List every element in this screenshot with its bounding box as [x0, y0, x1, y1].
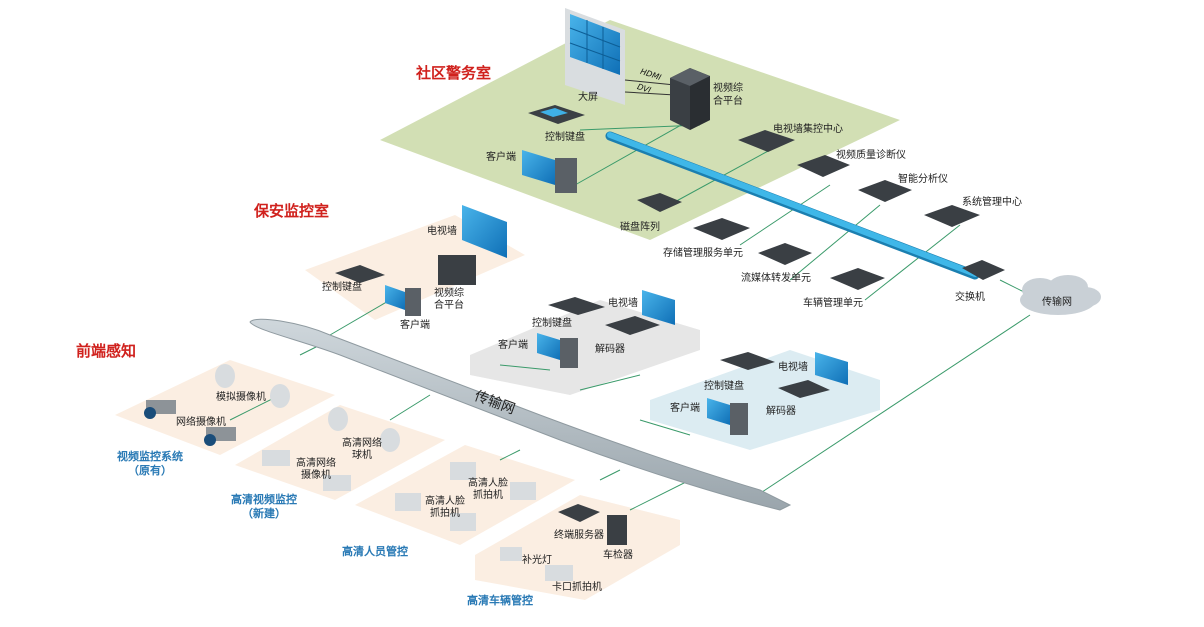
transmission-cloud	[1020, 275, 1101, 315]
group-title-hd-new-line1: 高清视频监控	[231, 493, 297, 506]
vehicle-detector-unit	[607, 515, 627, 545]
label-face-cam-1: 高清人脸 抓拍机	[464, 478, 512, 502]
label-sub2-tv-wall: 电视墙	[778, 362, 808, 373]
label-sub1-client: 客户端	[498, 340, 528, 351]
sub1-client	[537, 333, 578, 368]
label-video-platform-2b: 合平台	[434, 300, 464, 311]
label-vehicle-detector: 车检器	[603, 550, 633, 561]
label-sub1-tv-wall: 电视墙	[608, 298, 638, 309]
label-hd-dome: 高清网络 球机	[338, 438, 386, 462]
storage-mgmt-unit	[693, 218, 750, 240]
sub2-tv	[815, 352, 848, 385]
video-platform-server	[670, 68, 710, 130]
label-sub1-decoder: 解码器	[595, 344, 625, 355]
smart-analyzer-unit	[858, 180, 912, 202]
label-client-1: 客户端	[486, 152, 516, 163]
client-pc-2	[385, 285, 421, 316]
legacy-cameras	[144, 364, 290, 446]
label-tv-wall-2: 电视墙	[427, 226, 457, 237]
community-police-floor	[380, 20, 900, 240]
stream-forward-unit	[758, 243, 812, 265]
label-checkpoint-camera: 卡口抓拍机	[552, 582, 602, 593]
zone-title-security-monitor: 保安监控室	[254, 202, 330, 220]
switch-unit	[962, 260, 1005, 280]
label-analog-camera: 模拟摄像机	[216, 392, 266, 403]
label-terminal-server: 终端服务器	[554, 530, 604, 541]
group-title-hd-new-line2: （新建）	[242, 507, 286, 520]
label-sub1-control-keyboard: 控制键盘	[532, 318, 572, 329]
group-title-legacy-line1: 视频监控系统	[117, 450, 183, 463]
group-title-hd-new: 高清视频监控 （新建）	[222, 493, 306, 521]
video-quality-unit	[797, 155, 850, 177]
label-face-cam-1-line2: 抓拍机	[473, 490, 503, 501]
label-disk-array: 磁盘阵列	[620, 222, 660, 233]
vehicle-mgmt-unit	[830, 268, 885, 290]
label-face-cam-1-line1: 高清人脸	[468, 478, 508, 489]
control-keyboard	[528, 105, 585, 124]
client-pc	[522, 150, 577, 193]
label-video-platform-1b: 合平台	[713, 96, 743, 107]
label-video-quality: 视频质量诊断仪	[836, 150, 906, 161]
center-servers	[637, 130, 1005, 290]
label-hd-cam-line1: 高清网络	[296, 458, 336, 469]
group-title-vehicle: 高清车辆管控	[467, 594, 533, 607]
label-stream-forward: 流媒体转发单元	[741, 273, 811, 284]
label-system-mgmt: 系统管理中心	[962, 197, 1022, 208]
label-sub2-decoder: 解码器	[766, 406, 796, 417]
sub1-tv	[642, 290, 675, 325]
label-tv-wall-control: 电视墙集控中心	[773, 124, 843, 135]
sub1-keyboard	[548, 297, 605, 315]
group-title-legacy: 视频监控系统 （原有）	[108, 450, 192, 478]
big-screen	[565, 8, 625, 105]
control-keyboard-2	[335, 265, 385, 283]
sub1-decoder	[605, 316, 660, 335]
label-hd-cam-line2: 摄像机	[301, 470, 331, 481]
group-title-people: 高清人员管控	[342, 545, 408, 558]
disk-array-unit	[637, 193, 682, 212]
people-floor	[355, 445, 575, 545]
tv-wall	[462, 205, 507, 258]
label-sub2-control-keyboard: 控制键盘	[704, 381, 744, 392]
fill-light-unit	[500, 547, 522, 561]
label-face-cam-2-line2: 抓拍机	[430, 508, 460, 519]
label-client-2: 客户端	[400, 320, 430, 331]
sub2-keyboard	[720, 352, 775, 370]
label-control-keyboard-1: 控制键盘	[545, 132, 585, 143]
system-mgmt-unit	[924, 205, 980, 227]
label-video-platform-2a: 视频综	[434, 288, 464, 299]
label-smart-analyzer: 智能分析仪	[898, 174, 948, 185]
video-platform-server-2	[438, 255, 476, 285]
legacy-floor	[115, 360, 335, 455]
checkpoint-camera-unit	[545, 565, 573, 581]
label-hd-dome-line1: 高清网络	[342, 438, 382, 449]
zone-title-community-police: 社区警务室	[416, 64, 492, 82]
label-vehicle-mgmt: 车辆管理单元	[803, 298, 863, 309]
transmission-backbone	[249, 318, 792, 511]
label-switch: 交换机	[955, 292, 985, 303]
sub2-decoder	[778, 380, 830, 398]
label-big-screen: 大屏	[578, 92, 598, 103]
zone-title-front-end: 前端感知	[76, 342, 137, 360]
label-face-cam-2-line1: 高清人脸	[425, 496, 465, 507]
label-hd-cam: 高清网络 摄像机	[292, 458, 340, 482]
label-transmission-cloud: 传输网	[1042, 297, 1072, 308]
label-storage-mgmt: 存储管理服务单元	[663, 248, 743, 259]
label-control-keyboard-2: 控制键盘	[322, 282, 362, 293]
terminal-server-unit	[558, 504, 600, 522]
label-sub2-client: 客户端	[670, 403, 700, 414]
vehicle-floor	[475, 495, 680, 600]
face-cameras	[395, 462, 536, 531]
group-title-legacy-line2: （原有）	[128, 464, 172, 477]
sub2-client	[707, 398, 748, 435]
hd-cameras	[262, 407, 400, 491]
label-fill-light: 补光灯	[522, 555, 552, 566]
label-video-platform-1a: 视频综	[713, 83, 743, 94]
label-network-camera: 网络摄像机	[176, 417, 226, 428]
tv-wall-control-unit	[738, 130, 795, 152]
label-hd-dome-line2: 球机	[352, 450, 372, 461]
label-face-cam-2: 高清人脸 抓拍机	[421, 496, 469, 520]
